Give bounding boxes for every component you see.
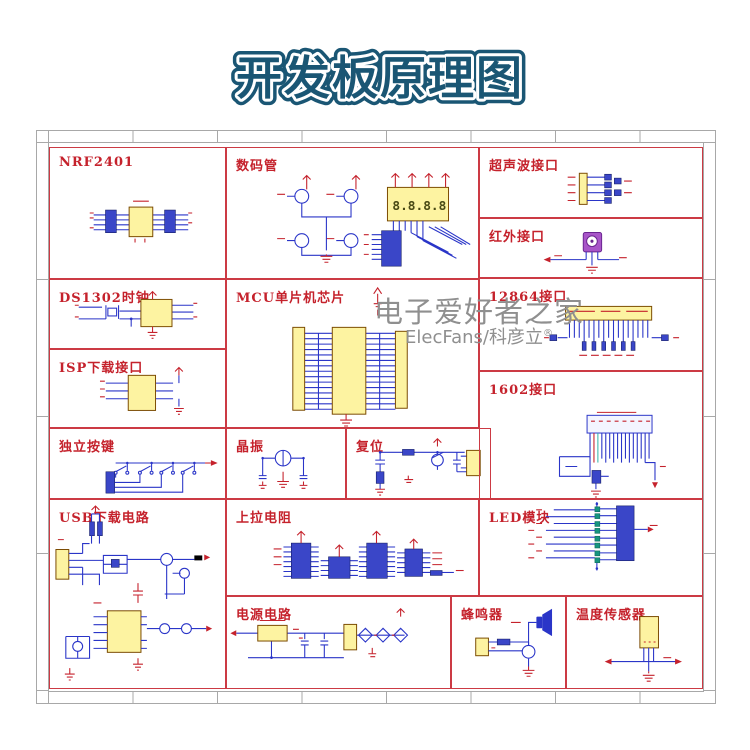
section-label: 1602接口 [489, 383, 558, 398]
section-infrared: 红外接口 [479, 218, 703, 278]
section-12864: 12864接口 [479, 278, 703, 371]
crystal-circuit-drawing [258, 449, 308, 489]
section-label: DS1302时钟 [59, 291, 150, 306]
ultrasonic-circuit-drawing [567, 172, 632, 205]
frame-ticks-bottom [48, 692, 704, 703]
frame-ticks-top [48, 131, 704, 142]
watermark: 电子爱好者之家 ElecFans/科彦立® [370, 296, 588, 349]
section-label: 红外接口 [489, 230, 546, 245]
section-label: 电源电路 [236, 608, 293, 623]
section-label: 上拉电阻 [236, 511, 293, 526]
section-label: USB下载电路 [59, 511, 150, 526]
svg-text:开发板原理图: 开发板原理图 [236, 51, 524, 105]
frame-inner-border [48, 142, 704, 692]
page-title: 开发板原理图 开发板原理图 开发板原理图 [230, 45, 529, 112]
section-label: MCU单片机芯片 [236, 291, 346, 306]
svg-text:开发板原理图: 开发板原理图 [236, 51, 524, 105]
section-label: 蜂鸣器 [461, 608, 504, 623]
section-temperature: 温度传感器 [566, 596, 703, 689]
section-label: 复位 [356, 440, 385, 455]
section-crystal: 晶振 [226, 428, 346, 499]
section-display: 数码管 8.8.8.8 [226, 147, 479, 279]
keys-circuit-drawing [105, 460, 218, 494]
pullup-circuit-drawing [273, 530, 464, 579]
section-label: LED模块 [489, 511, 551, 526]
section-nrf2401: NRF2401 [49, 147, 226, 279]
frame-ticks-right [704, 142, 715, 692]
section-1602: 1602接口 [479, 371, 703, 499]
svg-text:8.8.8.8: 8.8.8.8 [392, 199, 446, 214]
section-label: 12864接口 [489, 290, 568, 305]
section-usb: USB下载电路 [49, 499, 226, 689]
infrared-circuit-drawing [543, 232, 627, 274]
section-buzzer: 蜂鸣器 [451, 596, 566, 689]
section-pullup: 上拉电阻 [226, 499, 479, 596]
led-circuit-drawing [528, 501, 658, 571]
section-power: 电源电路 [226, 596, 451, 689]
lcd12864-circuit-drawing [544, 305, 680, 356]
section-isp: ISP下载接口 [49, 349, 226, 428]
section-led: LED模块 [479, 499, 703, 596]
usb-circuit-drawing [55, 505, 213, 681]
section-label: NRF2401 [59, 155, 135, 170]
section-label: 独立按键 [59, 440, 116, 455]
display-circuit-drawing: 8.8.8.8 [277, 172, 471, 267]
power-circuit-drawing [230, 607, 409, 660]
lcd1602-circuit-drawing [558, 411, 666, 498]
section-label: 温度传感器 [576, 608, 647, 623]
section-label: 数码管 [236, 159, 279, 174]
nrf2401-circuit-drawing [89, 200, 193, 243]
section-label: 超声波接口 [489, 159, 560, 174]
temperature-circuit-drawing [604, 616, 682, 682]
section-label: 晶振 [236, 440, 265, 455]
watermark-line1: 电子爱好者之家 [373, 295, 584, 329]
ds1302-circuit-drawing [74, 290, 198, 339]
reset-circuit-drawing [375, 437, 481, 496]
section-mcu: MCU单片机芯片 [226, 279, 479, 428]
isp-circuit-drawing [99, 366, 184, 415]
section-ds1302: DS1302时钟 [49, 279, 226, 349]
section-ultrasonic: 超声波接口 [479, 147, 703, 218]
section-reset: 复位 [346, 428, 491, 499]
mcu-circuit-drawing [292, 286, 408, 427]
svg-text:开发板原理图: 开发板原理图 [236, 51, 524, 105]
section-label: ISP下载接口 [59, 361, 144, 376]
watermark-line2: ElecFans/科彦立® [405, 327, 553, 349]
schematic-sheet: NRF2401 DS1302时钟 ISP下载接口 独立按键 [36, 130, 716, 704]
buzzer-circuit-drawing [475, 608, 553, 677]
section-keys: 独立按键 [49, 428, 226, 499]
frame-ticks-left [37, 142, 48, 692]
